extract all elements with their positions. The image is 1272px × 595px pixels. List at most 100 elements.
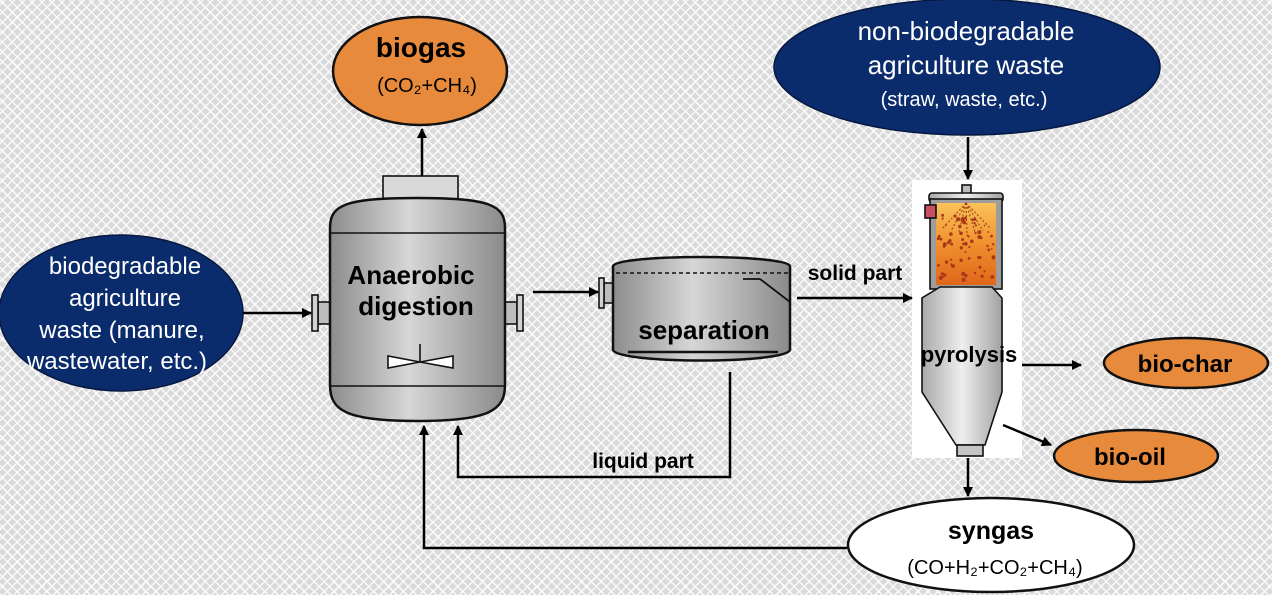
arrow-pyrolysis-to-bio-oil	[1002, 423, 1052, 447]
digester-body	[328, 196, 507, 423]
char-particle	[963, 241, 968, 246]
separator-scraper	[743, 278, 791, 303]
non-biodegradable-waste-node: non-biodegradable agriculture waste (str…	[773, 0, 1161, 136]
arrow-syngas-return	[419, 425, 847, 550]
char-particle	[938, 234, 941, 238]
bio-char-label: bio-char	[1138, 351, 1233, 378]
char-particle	[959, 246, 963, 250]
char-particle	[987, 248, 991, 252]
spray-line	[965, 202, 984, 232]
bio-char-ellipse	[1102, 336, 1270, 390]
char-particle	[941, 213, 945, 217]
bio-oil-label: bio-oil	[1094, 444, 1166, 471]
char-particle	[950, 258, 953, 261]
char-particle	[961, 272, 965, 276]
biogas-ellipse	[331, 15, 509, 127]
char-particle	[964, 273, 968, 278]
char-particle	[960, 217, 965, 222]
biodegradable-waste-line-1: biodegradable	[49, 253, 201, 280]
char-particle	[986, 244, 989, 248]
char-particle	[959, 231, 963, 236]
spray-line	[950, 202, 967, 232]
char-particle	[962, 242, 965, 246]
anaerobic-digester: Anaerobic digestion	[311, 175, 524, 423]
char-particle	[956, 217, 961, 222]
char-particle	[977, 230, 982, 235]
non-biodegradable-waste-ellipse	[773, 0, 1161, 136]
char-particle	[961, 277, 966, 282]
digester-gas-outlet	[382, 175, 459, 200]
char-particle	[958, 224, 962, 229]
digester-label-line-2: digestion	[358, 291, 474, 321]
non-biodegradable-waste-line-1: non-biodegradable	[858, 16, 1075, 46]
spray-line	[965, 202, 976, 233]
biogas-title: biogas	[376, 32, 466, 63]
char-particle	[968, 246, 971, 249]
char-particle	[964, 251, 967, 254]
char-particle	[942, 245, 946, 248]
char-particle	[973, 222, 976, 225]
digester-left-flange	[311, 294, 319, 332]
char-particle	[974, 232, 977, 235]
char-particle	[944, 260, 949, 264]
separator-body	[611, 255, 792, 362]
separation-tank: separation	[598, 255, 792, 362]
char-particle	[953, 214, 957, 218]
char-particle	[959, 258, 963, 262]
bio-char-node: bio-char	[1102, 336, 1270, 390]
char-particle	[950, 242, 954, 246]
char-particle	[949, 232, 953, 236]
biogas-formula: (CO₂+CH₄)	[377, 75, 477, 97]
char-particle	[948, 239, 952, 243]
char-particle	[977, 235, 982, 239]
solid-part-label: solid part	[808, 262, 903, 285]
bio-oil-ellipse	[1052, 428, 1220, 484]
char-particle	[983, 224, 986, 227]
syngas-formula: (CO+H₂+CO₂+CH₄)	[907, 557, 1082, 579]
char-particle	[983, 270, 986, 273]
char-particle	[961, 238, 965, 242]
char-particle	[966, 234, 969, 237]
syngas-node: syngas (CO+H₂+CO₂+CH₄)	[846, 496, 1136, 594]
biodegradable-waste-line-3: waste (manure,	[38, 317, 204, 344]
digester-label-line-1: Anaerobic	[347, 260, 474, 290]
char-particle	[974, 224, 978, 227]
char-particle	[976, 256, 980, 259]
char-particle	[943, 273, 947, 277]
mixer-blade-right	[419, 355, 454, 369]
char-particle	[962, 220, 967, 225]
liquid-part-label: liquid part	[592, 450, 694, 473]
flow-arrows: solid part liquid part	[243, 128, 1082, 550]
char-particle	[987, 231, 990, 233]
char-particle	[936, 236, 941, 241]
syngas-title: syngas	[948, 517, 1034, 545]
char-particle	[937, 264, 940, 267]
arrow-liquid-return	[453, 372, 732, 479]
separator-label: separation	[638, 315, 770, 345]
non-biodegradable-waste-line-3: (straw, waste, etc.)	[881, 89, 1048, 111]
biogas-node: biogas (CO₂+CH₄)	[331, 15, 509, 127]
pyrolysis-reactor: pyrolysis	[912, 180, 1022, 458]
char-particle	[973, 271, 977, 275]
char-particle	[992, 257, 995, 260]
syngas-ellipse	[846, 496, 1136, 594]
reactor-outlet	[956, 444, 984, 457]
non-biodegradable-waste-line-2: agriculture waste	[868, 50, 1065, 80]
char-particle	[990, 248, 993, 250]
char-particle	[990, 234, 993, 238]
char-particle	[992, 243, 995, 246]
char-particle	[970, 239, 974, 244]
spray-line	[965, 202, 968, 234]
biodegradable-waste-node: biodegradable agriculture waste (manure,…	[0, 234, 244, 392]
biodegradable-waste-line-4: wastewater, etc.)	[26, 348, 207, 375]
reactor-lower-body	[921, 286, 1003, 446]
char-particle	[978, 265, 982, 269]
char-particle	[939, 237, 943, 241]
separator-inlet-flange	[598, 277, 605, 309]
char-particle	[967, 257, 971, 260]
char-particles	[936, 213, 996, 282]
biodegradable-waste-line-2: agriculture	[69, 285, 181, 312]
char-particle	[990, 275, 995, 279]
